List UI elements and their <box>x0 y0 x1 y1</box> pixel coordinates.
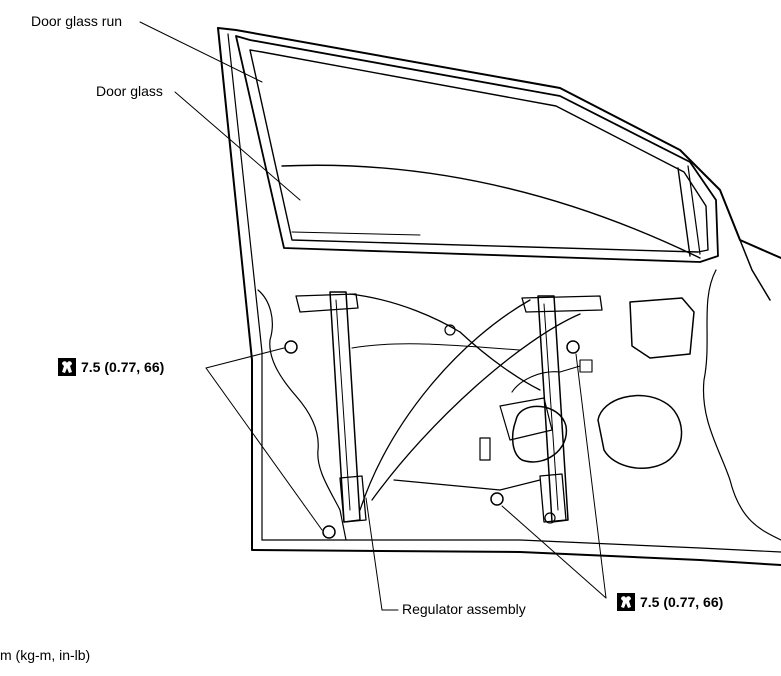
bolt-right-upper <box>566 340 580 354</box>
inner-panel-right-edge <box>702 269 781 541</box>
cable-lower-loop <box>393 479 541 491</box>
glass-run-divider-2 <box>687 165 701 255</box>
right-rail-inner <box>543 303 559 511</box>
label-units: m (kg-m, in-lb) <box>0 647 91 663</box>
access-hole-circle <box>597 394 683 469</box>
door-inner-bottom <box>261 539 781 553</box>
cable-upper-left <box>349 293 461 333</box>
torque-spec-left: 7.5 (0.77, 66) <box>58 358 164 376</box>
torque-spec-right: 7.5 (0.77, 66) <box>617 593 723 611</box>
door-outer-outline <box>217 27 781 566</box>
leader-torque-left-b <box>205 367 323 531</box>
right-rail-bracket-top <box>521 295 603 313</box>
connector-right <box>579 359 593 373</box>
glass-run-outer <box>235 35 719 263</box>
torque-wrench-icon <box>58 358 76 376</box>
leader-torque-left-a <box>205 347 285 369</box>
pulley-right <box>544 512 556 524</box>
door-glass-belt <box>281 164 701 259</box>
cable-cross-3 <box>371 313 581 501</box>
inner-panel-edge <box>257 289 347 541</box>
motor-bolt <box>479 437 491 461</box>
bolt-left-lower <box>322 525 336 539</box>
left-rail-bracket-top <box>295 293 359 313</box>
right-rail-bracket-bottom <box>539 473 567 523</box>
label-door-glass: Door glass <box>96 83 163 99</box>
door-glass-belt-2 <box>291 231 421 236</box>
torque-value-left: 7.5 (0.77, 66) <box>81 359 165 375</box>
leader-door-glass <box>174 91 301 201</box>
leader-door-glass-run <box>139 21 263 83</box>
cable-cross-1 <box>359 299 531 511</box>
regulator-motor <box>511 405 568 463</box>
right-regulator-rail <box>537 295 569 523</box>
label-regulator-assembly: Regulator assembly <box>402 601 526 617</box>
torque-value-right: 7.5 (0.77, 66) <box>640 594 724 610</box>
door-top-frame <box>217 27 781 259</box>
bolt-left-upper <box>284 340 298 354</box>
left-regulator-rail <box>329 291 361 523</box>
door-front-inner-edge <box>227 33 263 541</box>
door-rear-edge <box>739 239 771 301</box>
cable-lower <box>351 343 521 351</box>
leader-regulator <box>365 497 399 611</box>
glass-run-divider <box>677 167 691 257</box>
bolt-right-lower <box>490 492 504 506</box>
left-rail-inner <box>335 299 351 511</box>
left-rail-bracket-bottom <box>339 475 367 523</box>
motor-housing <box>499 397 553 441</box>
access-hole-upper <box>629 297 695 359</box>
label-door-glass-run: Door glass run <box>31 13 123 29</box>
leader-torque-right-a <box>575 353 607 599</box>
motor-harness <box>511 365 581 393</box>
cable-cross-2 <box>459 331 541 391</box>
pulley-upper-left <box>444 324 456 336</box>
glass-run-inner <box>249 49 709 253</box>
leader-torque-right-b <box>501 505 607 599</box>
torque-wrench-icon <box>617 593 635 611</box>
